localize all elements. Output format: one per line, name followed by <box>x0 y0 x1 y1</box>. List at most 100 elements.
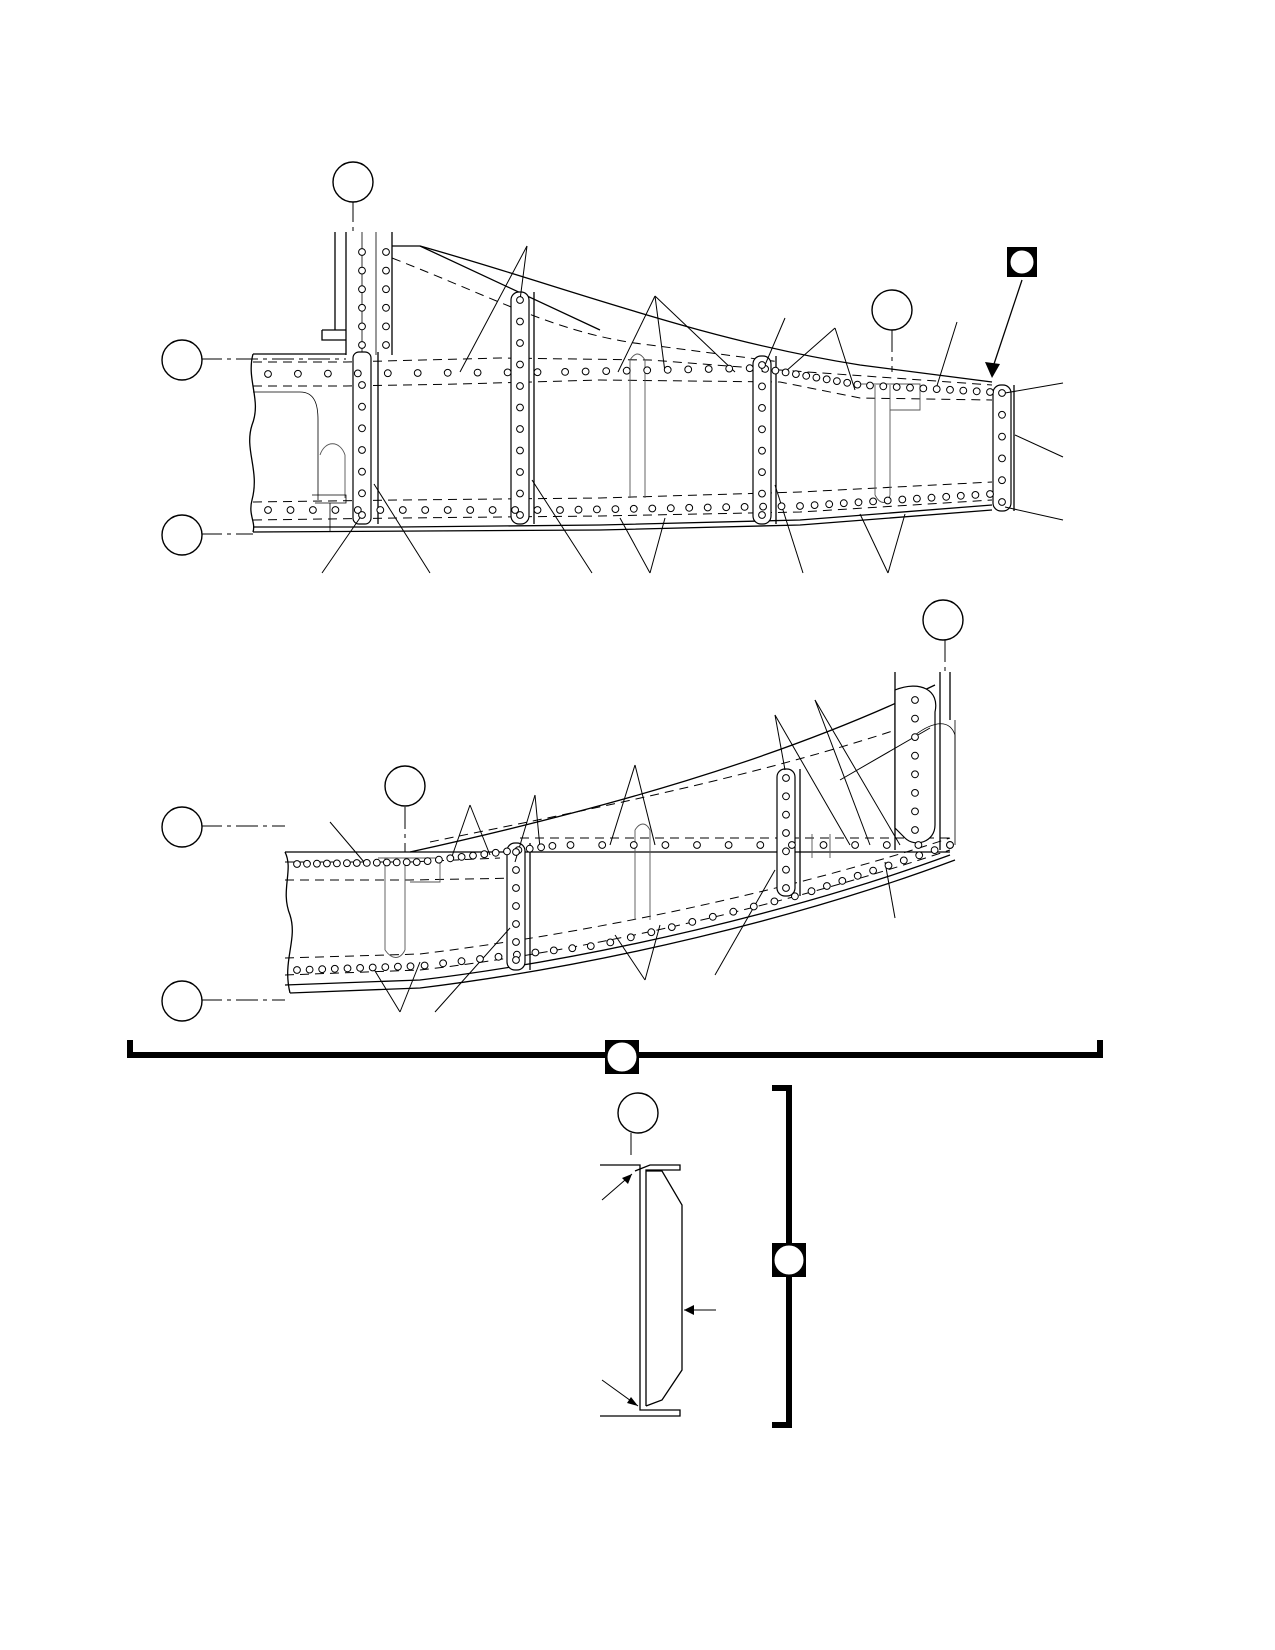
rivet-hole <box>843 378 852 387</box>
rivet-hole <box>358 341 366 349</box>
rivet-hole <box>986 388 994 396</box>
rivet-hole <box>305 965 314 974</box>
rivet-hole <box>810 501 819 510</box>
rivet-hole <box>593 505 601 514</box>
rivet-hole <box>986 490 994 498</box>
rivet-hole <box>382 858 391 867</box>
view-separator-vertical <box>772 1085 806 1428</box>
rivet-hole <box>358 424 366 433</box>
rivet-hole <box>556 506 564 514</box>
rivet-hole <box>914 841 923 849</box>
rivet-hole <box>533 506 542 514</box>
rivet-hole <box>919 384 928 393</box>
rivet-hole <box>381 963 390 971</box>
rivet-hole <box>343 859 351 868</box>
rivet-hole <box>516 489 524 498</box>
rivet-hole <box>777 502 786 511</box>
rivet-hole <box>537 843 545 852</box>
rivet-hole <box>469 851 477 860</box>
rivet-hole <box>998 432 1006 441</box>
rivet-holes-lower <box>293 696 954 974</box>
rivet-hole <box>476 955 484 963</box>
rivet-hole <box>758 361 766 369</box>
rivet-hole <box>812 373 821 382</box>
rivet-hole <box>825 500 834 509</box>
rivet-hole <box>722 503 731 512</box>
rivet-hole <box>729 907 738 916</box>
rivet-hole <box>439 959 448 968</box>
rivet-hole <box>549 946 558 955</box>
rivet-hole <box>358 248 366 256</box>
rivet-hole <box>358 511 366 519</box>
rivet-hole <box>724 841 733 849</box>
rivet-hole <box>512 884 520 892</box>
rivet-hole <box>358 303 366 312</box>
rivet-hole <box>586 942 595 950</box>
rivet-hole <box>382 341 390 349</box>
rivet-hole <box>822 375 831 384</box>
rivet-hole <box>759 502 767 511</box>
rivet-hole <box>516 403 524 412</box>
rivet-hole <box>906 383 914 392</box>
rivet-hole <box>353 506 362 514</box>
rivet-hole <box>382 322 390 331</box>
rivet-hole <box>402 858 411 867</box>
rivet-hole <box>745 364 754 373</box>
rivet-hole <box>740 503 749 511</box>
rivet-hole <box>358 467 366 476</box>
rivet-hole <box>998 454 1006 463</box>
rivet-hole <box>382 285 390 294</box>
rivet-hole <box>606 938 615 947</box>
rivet-hole <box>264 506 272 514</box>
rivet-hole <box>457 957 466 966</box>
rivet-hole <box>782 774 790 782</box>
rivet-hole <box>293 966 301 974</box>
rivet-hole <box>303 859 311 868</box>
rivet-hole <box>782 847 790 856</box>
rivet-hole <box>932 385 941 394</box>
rivet-hole <box>884 861 893 870</box>
rivet-hole <box>792 370 800 379</box>
rivet-hole <box>294 369 302 378</box>
rivet-hole <box>946 841 954 849</box>
rivet-hole <box>318 965 327 974</box>
callout-bubble-frame-left-lower <box>384 765 426 807</box>
rivet-hole <box>330 964 339 973</box>
rivet-hole <box>838 877 847 885</box>
rivet-hole <box>869 866 877 875</box>
rivet-hole <box>512 902 520 910</box>
rivet-hole <box>911 807 919 816</box>
rivet-hole <box>807 887 816 896</box>
rivet-hole <box>382 266 390 275</box>
rivet-hole <box>704 365 713 373</box>
rivet-hole <box>358 446 366 454</box>
rivet-hole <box>758 468 766 477</box>
rivet-hole <box>574 505 583 514</box>
rivet-hole <box>566 841 575 849</box>
rivet-hole <box>343 964 352 973</box>
rivet-hole <box>667 923 676 931</box>
rivet-hole <box>946 385 954 394</box>
rivet-hole <box>548 842 557 850</box>
rivet-hole <box>819 841 828 849</box>
rivet-hole <box>423 857 432 865</box>
callout-bubble-upper-flange-lower <box>161 806 203 848</box>
rivet-hole <box>661 841 670 849</box>
view-separator-horizontal <box>127 1040 1103 1074</box>
rivet-hole <box>413 369 422 377</box>
rivet-hole <box>503 368 512 377</box>
rivet-hole <box>647 928 656 937</box>
rivet-hole <box>372 858 381 867</box>
rivet-hole <box>972 387 981 396</box>
rivet-hole <box>323 859 331 868</box>
rivet-hole <box>435 855 443 864</box>
rivet-hole <box>684 365 693 374</box>
rivet-hole <box>911 733 919 741</box>
rivet-hole <box>853 380 862 389</box>
rivet-hole <box>358 402 366 411</box>
rivet-hole <box>998 389 1006 397</box>
rivet-hole <box>911 789 919 797</box>
rivet-hole <box>899 856 908 865</box>
rivet-hole <box>911 770 919 779</box>
